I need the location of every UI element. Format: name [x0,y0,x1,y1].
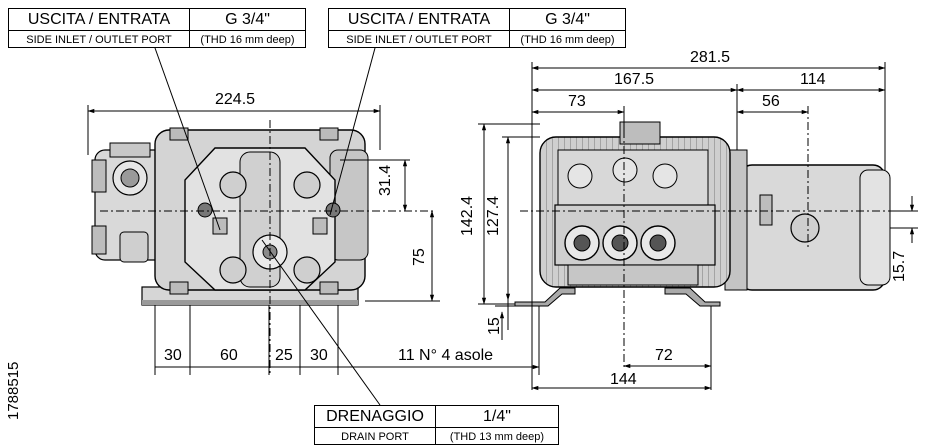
dim-bottom-1: 30 [164,347,182,364]
dim-height-total: 142.4 [459,195,476,236]
dim-bottom-3: 25 [275,347,293,364]
dim-offset-a: 73 [568,93,586,110]
dim-foot: 15 [486,317,503,335]
dim-bottom-4: 30 [310,347,328,364]
left-pump-view [91,127,369,306]
port-label-note: (THD 16 mm deep) [200,33,295,46]
dim-side-offset: 15.7 [891,250,908,282]
right-view-dimensions [478,62,918,391]
drain-label: DRENAGGIO 1/4" DRAIN PORT (THD 13 mm dee… [314,405,559,445]
dim-foot-span: 72 [655,347,673,364]
dim-width-left: 224.5 [215,91,256,108]
dim-foot-width: 144 [610,371,637,388]
dim-offset-b: 56 [762,93,780,110]
dim-base-height: 75 [411,248,428,266]
port-label-subtitle: SIDE INLET / OUTLET PORT [9,31,190,48]
port-label-title: USCITA / ENTRATA [329,9,510,31]
drain-label-subtitle: DRAIN PORT [315,428,436,445]
drain-label-title: DRENAGGIO [315,406,436,428]
dim-motor-len: 114 [800,71,826,88]
left-view-dimensions [87,47,528,406]
drain-label-spec: 1/4" [436,406,558,428]
port-label-left: USCITA / ENTRATA G 3/4" SIDE INLET / OUT… [8,8,306,48]
port-label-right: USCITA / ENTRATA G 3/4" SIDE INLET / OUT… [328,8,626,48]
port-label-spec: G 3/4" [510,9,625,31]
port-label-title: USCITA / ENTRATA [9,9,190,31]
port-label-subtitle: SIDE INLET / OUTLET PORT [329,31,510,48]
dim-port-height: 31.4 [377,164,394,196]
slots-note: 11 N° 4 asole [398,347,494,364]
port-label-spec: G 3/4" [190,9,305,31]
right-pump-view [514,121,891,307]
dim-pump-len: 167.5 [614,71,655,88]
dim-overall: 281.5 [690,49,731,66]
port-label-note: (THD 16 mm deep) [520,33,615,46]
drain-label-note: (THD 13 mm deep) [449,430,545,443]
part-number: 1788515 [5,361,22,420]
dim-height-mid: 127.4 [485,195,502,236]
dim-bottom-2: 60 [220,347,238,364]
